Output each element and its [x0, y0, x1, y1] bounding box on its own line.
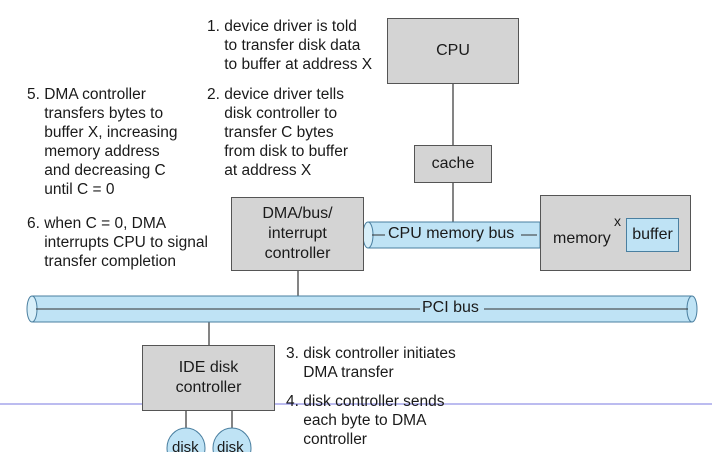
cpu-memory-bus-label: CPU memory bus: [388, 225, 515, 242]
dma-controller-label: DMA/bus/ interrupt controller: [262, 205, 333, 262]
disk-1-label: disk: [172, 439, 199, 456]
step-2-note: 2. device driver tells disk controller t…: [207, 86, 348, 179]
cpu-label: CPU: [436, 42, 470, 59]
disk-2-label: disk: [217, 439, 244, 456]
cache-box: cache: [414, 145, 492, 183]
disk-1-shape: [166, 427, 206, 452]
cpu-memory-bus: [362, 221, 541, 249]
cache-label: cache: [431, 155, 475, 172]
step-3-note: 3. disk controller initiates DMA transfe…: [286, 345, 456, 381]
memory-box: memory x buffer: [540, 195, 691, 271]
step-4-note: 4. disk controller sends each byte to DM…: [286, 393, 445, 448]
step-1-note: 1. device driver is told to transfer dis…: [207, 18, 373, 73]
pci-bus-label: PCI bus: [422, 299, 479, 316]
memory-label: memory: [553, 230, 611, 247]
ide-disk-controller-box: IDE disk controller: [142, 345, 275, 411]
buffer-label: buffer: [632, 226, 673, 243]
pci-bus: [26, 295, 698, 323]
address-x-mark: x: [614, 213, 621, 229]
ide-disk-controller-label: IDE disk controller: [175, 359, 242, 396]
cpu-box: CPU: [387, 18, 519, 84]
buffer-box: buffer: [626, 218, 679, 252]
disk-2-shape: [212, 427, 252, 452]
dma-controller-box: DMA/bus/ interrupt controller: [231, 197, 364, 271]
step-5-note: 5. DMA controller transfers bytes to buf…: [27, 86, 178, 198]
step-6-note: 6. when C = 0, DMA interrupts CPU to sig…: [27, 215, 208, 270]
